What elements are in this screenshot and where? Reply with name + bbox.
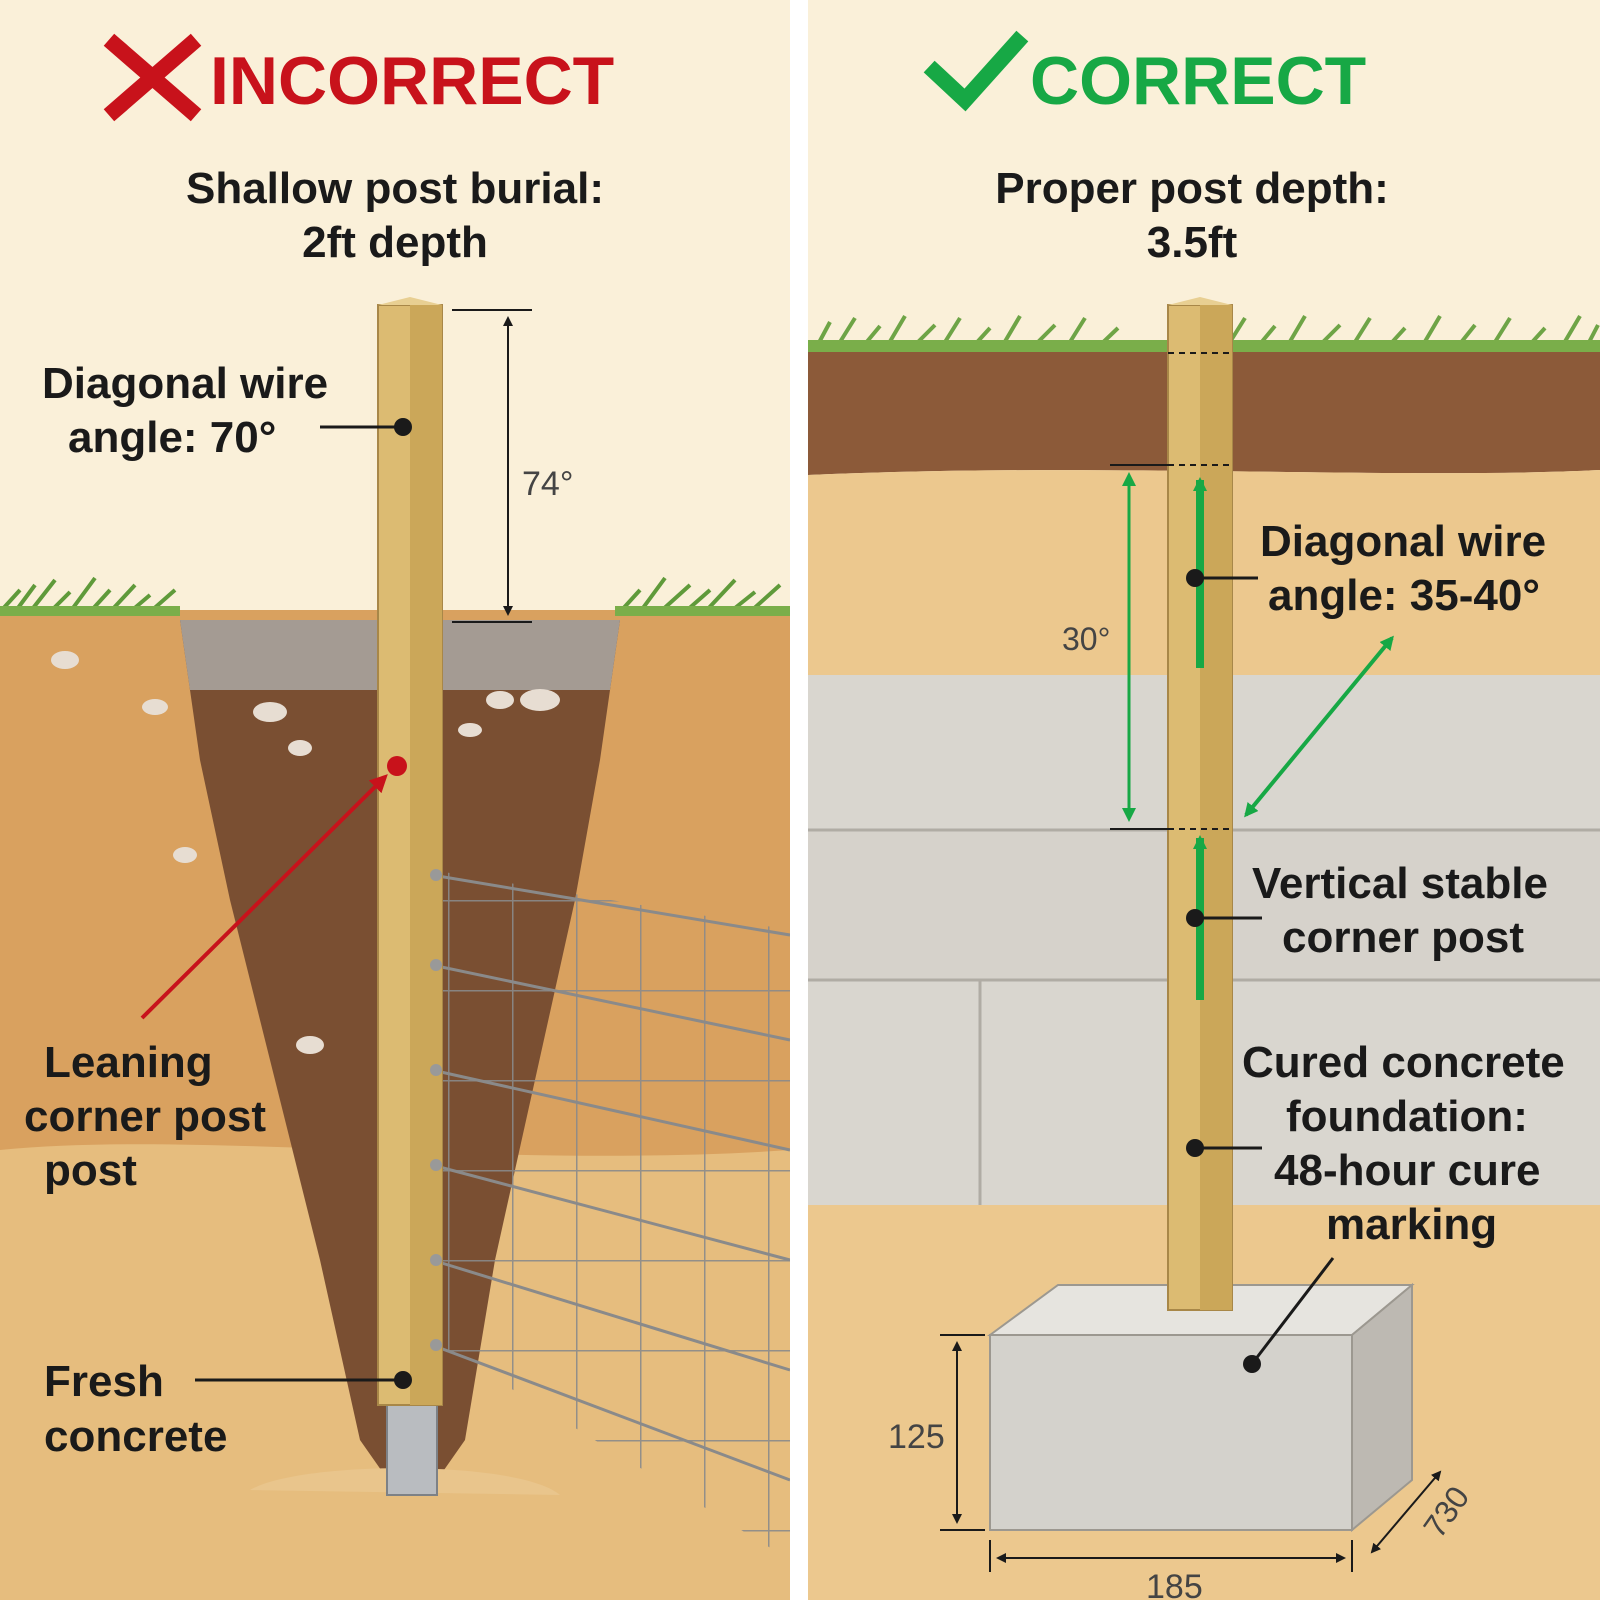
leaning-label-line2: corner post [24,1092,266,1141]
block-width-label: 185 [1146,1568,1203,1600]
cured-label-line1: Cured concrete [1242,1038,1565,1087]
check-icon [923,30,1029,112]
right-wire-label-line1: Diagonal wire [1260,517,1546,566]
cured-block-dot [1243,1355,1261,1373]
incorrect-panel: INCORRECT Shallow post burial: 2ft depth… [0,0,791,1600]
left-wire-label-line2: angle: 70° [68,413,276,462]
wood-post-top-right [1168,297,1232,305]
correct-subtitle-line2: 3.5ft [1147,218,1238,267]
vertical-label-line2: corner post [1282,913,1524,962]
diagonal-angle-arrow [1244,635,1394,818]
correct-subtitle-line1: Proper post depth: [995,164,1389,213]
block-height-label: 125 [888,1418,945,1456]
right-wire-label-line2: angle: 35-40° [1268,571,1540,620]
cured-label-line4: marking [1326,1200,1497,1249]
cured-block-leader [1253,1257,1335,1361]
left-wire-label-line1: Diagonal wire [42,359,328,408]
cured-label-line3: 48-hour cure [1274,1146,1541,1195]
height-dimension-left [452,309,532,623]
incorrect-header: INCORRECT [210,43,614,119]
wire-fence [431,870,791,1560]
grass-strip-right [615,606,790,616]
block-dimension-lines [940,1334,1442,1572]
panel-divider [790,0,808,1600]
left-wire-dot [394,418,412,436]
concrete-foundation-block [986,1282,1415,1533]
depth-dimension-label: 30° [1062,621,1110,657]
fresh-concrete-dot [394,1371,412,1389]
metal-post-base [386,1404,438,1496]
leaning-dot [387,756,407,776]
correct-panel: 30° CORRECT Proper post depth: 3.5ft Dia… [808,0,1600,1600]
leaning-label-line3: post [44,1146,137,1195]
cured-label-line2: foundation: [1286,1092,1528,1141]
grass-right [813,314,1600,352]
wood-post-shade-right [1200,305,1232,1310]
vertical-label-line1: Vertical stable [1252,859,1548,908]
wood-post-shade-left [410,305,442,1405]
leaning-label-line1: Leaning [44,1038,213,1087]
incorrect-subtitle-line1: Shallow post burial: [186,164,604,213]
fresh-concrete-line1: Fresh [44,1357,164,1406]
correct-header: CORRECT [1030,43,1366,119]
leaning-arrow [140,774,388,1020]
wood-post-top-left [378,297,442,305]
fence-staples [430,869,442,1351]
height-dimension-label: 74° [522,465,573,503]
grass-left [0,576,782,614]
rocks [51,651,560,1054]
fresh-concrete-line2: concrete [44,1412,227,1461]
grass-strip-left [0,606,180,616]
incorrect-subtitle-line2: 2ft depth [302,218,488,267]
cross-icon [103,33,202,122]
